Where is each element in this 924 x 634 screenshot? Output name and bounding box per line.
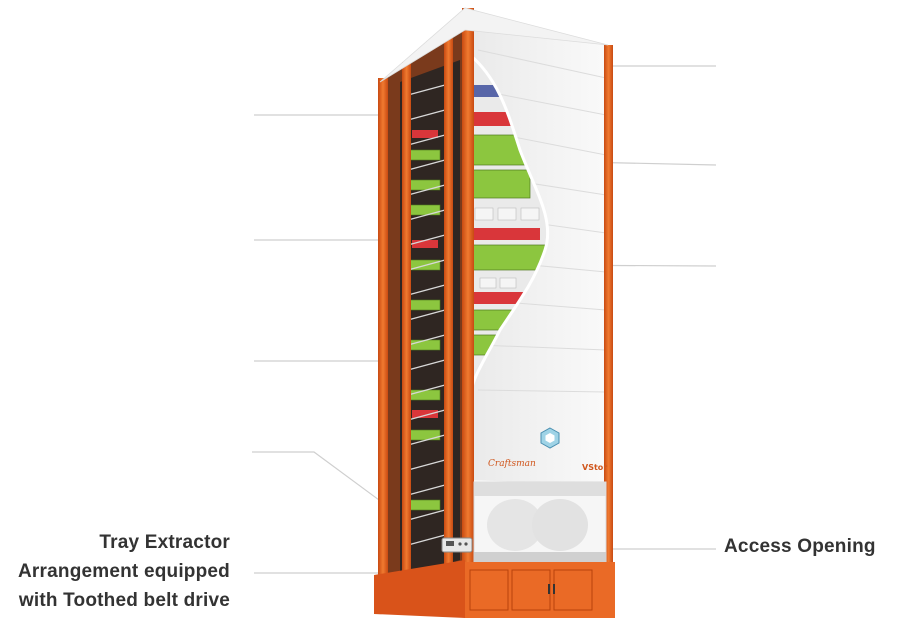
access-opening xyxy=(473,481,607,563)
tray-extractor-line-1: Tray Extractor xyxy=(99,532,230,553)
brand-logo-left: Craftsman xyxy=(488,459,536,469)
tray-extractor-line-3: with Toothed belt drive xyxy=(18,590,230,611)
control-panel-icon xyxy=(441,537,473,553)
frame-post-3 xyxy=(444,30,453,590)
tray-extractor-line-2: Arrangement equipped xyxy=(18,561,230,582)
hexagon-logo-icon xyxy=(540,427,560,449)
frame-post-4 xyxy=(462,8,474,608)
frame-post-5 xyxy=(604,45,613,610)
tray-extractor-label: Tray Extractor Arrangement equipped with… xyxy=(0,528,230,615)
frame-post-2 xyxy=(402,62,411,592)
brand-logo-right: VStor xyxy=(582,463,607,472)
frame-post-1 xyxy=(378,78,388,613)
tower: Craftsman VStor xyxy=(374,7,615,618)
base-cabinet xyxy=(374,560,615,618)
access-opening-label: Access Opening xyxy=(724,536,876,557)
